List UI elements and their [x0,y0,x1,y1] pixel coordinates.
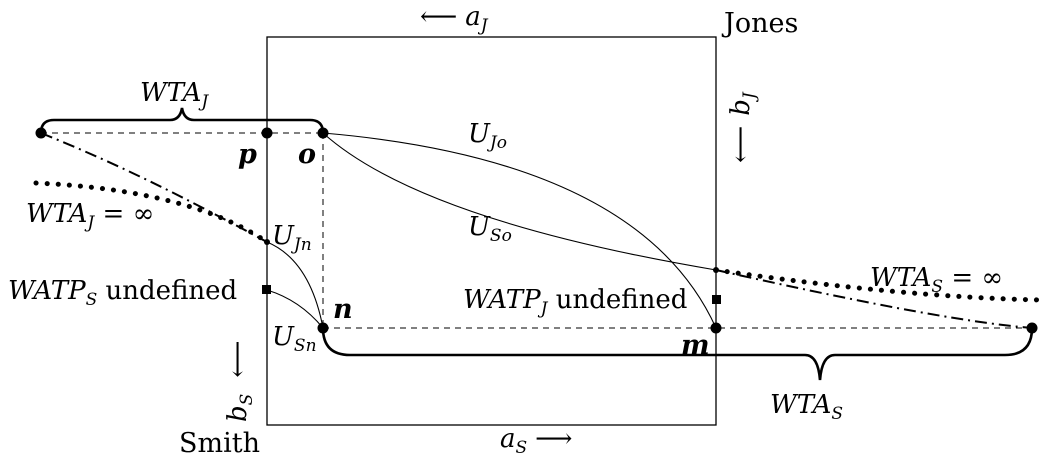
label-point-m: m [681,330,710,361]
curve-u-jn [266,241,324,329]
label-point-p: p [238,139,257,170]
label-u-jn: UJn [272,221,312,255]
label-wta-j: WTAJ [140,78,209,112]
label-wta-s-infinity: WTAS = ∞ [870,263,1003,297]
label-watp-s-undefined: WATPS undefined [8,276,237,310]
point-n [317,322,329,334]
label-b-s: bS⟵ [223,340,257,422]
curve-dashdot-jones [40,132,268,243]
curve-u-jo [322,132,717,329]
label-a-s: aS⟶ [500,424,572,458]
point-u-so-end [713,267,719,273]
label-point-o: o [298,139,316,170]
label-u-jo: UJo [468,119,507,153]
label-b-j: ⟵bJ [726,91,760,163]
point-left-endpoint [35,127,47,139]
label-u-so: USo [468,212,512,246]
label-jones: Jones [721,8,798,39]
point-u-jn-start [264,239,270,245]
edgeworth-box [266,36,717,426]
label-wta-j-infinity: WTAJ = ∞ [26,199,154,233]
label-watp-j-undefined: WATPJ undefined [463,285,687,319]
label-u-sn: USn [272,322,317,356]
wta-j-brace [39,107,325,134]
point-right-endpoint [1026,322,1038,334]
point-p [261,127,273,139]
curve-u-so [322,132,717,271]
square-watp-s [262,285,271,294]
label-wta-s: WTAS [770,390,843,424]
curve-dashdot-smith [715,269,1033,329]
label-point-n: n [333,294,353,325]
curve-u-sn [266,289,324,329]
arrow-right-icon: ⟵ [223,340,253,377]
point-m [710,322,722,334]
label-a-j: ⟵aJ [420,2,489,36]
arrow-left-icon: ⟵ [420,2,457,32]
arrow-right-icon: ⟶ [535,424,572,454]
curve-wta-s-infinity [713,267,1045,303]
arrow-left-icon: ⟵ [726,126,756,163]
label-smith: Smith [179,428,260,459]
point-o [317,127,329,139]
square-watp-j [712,295,721,304]
wta-s-brace [321,327,1034,381]
